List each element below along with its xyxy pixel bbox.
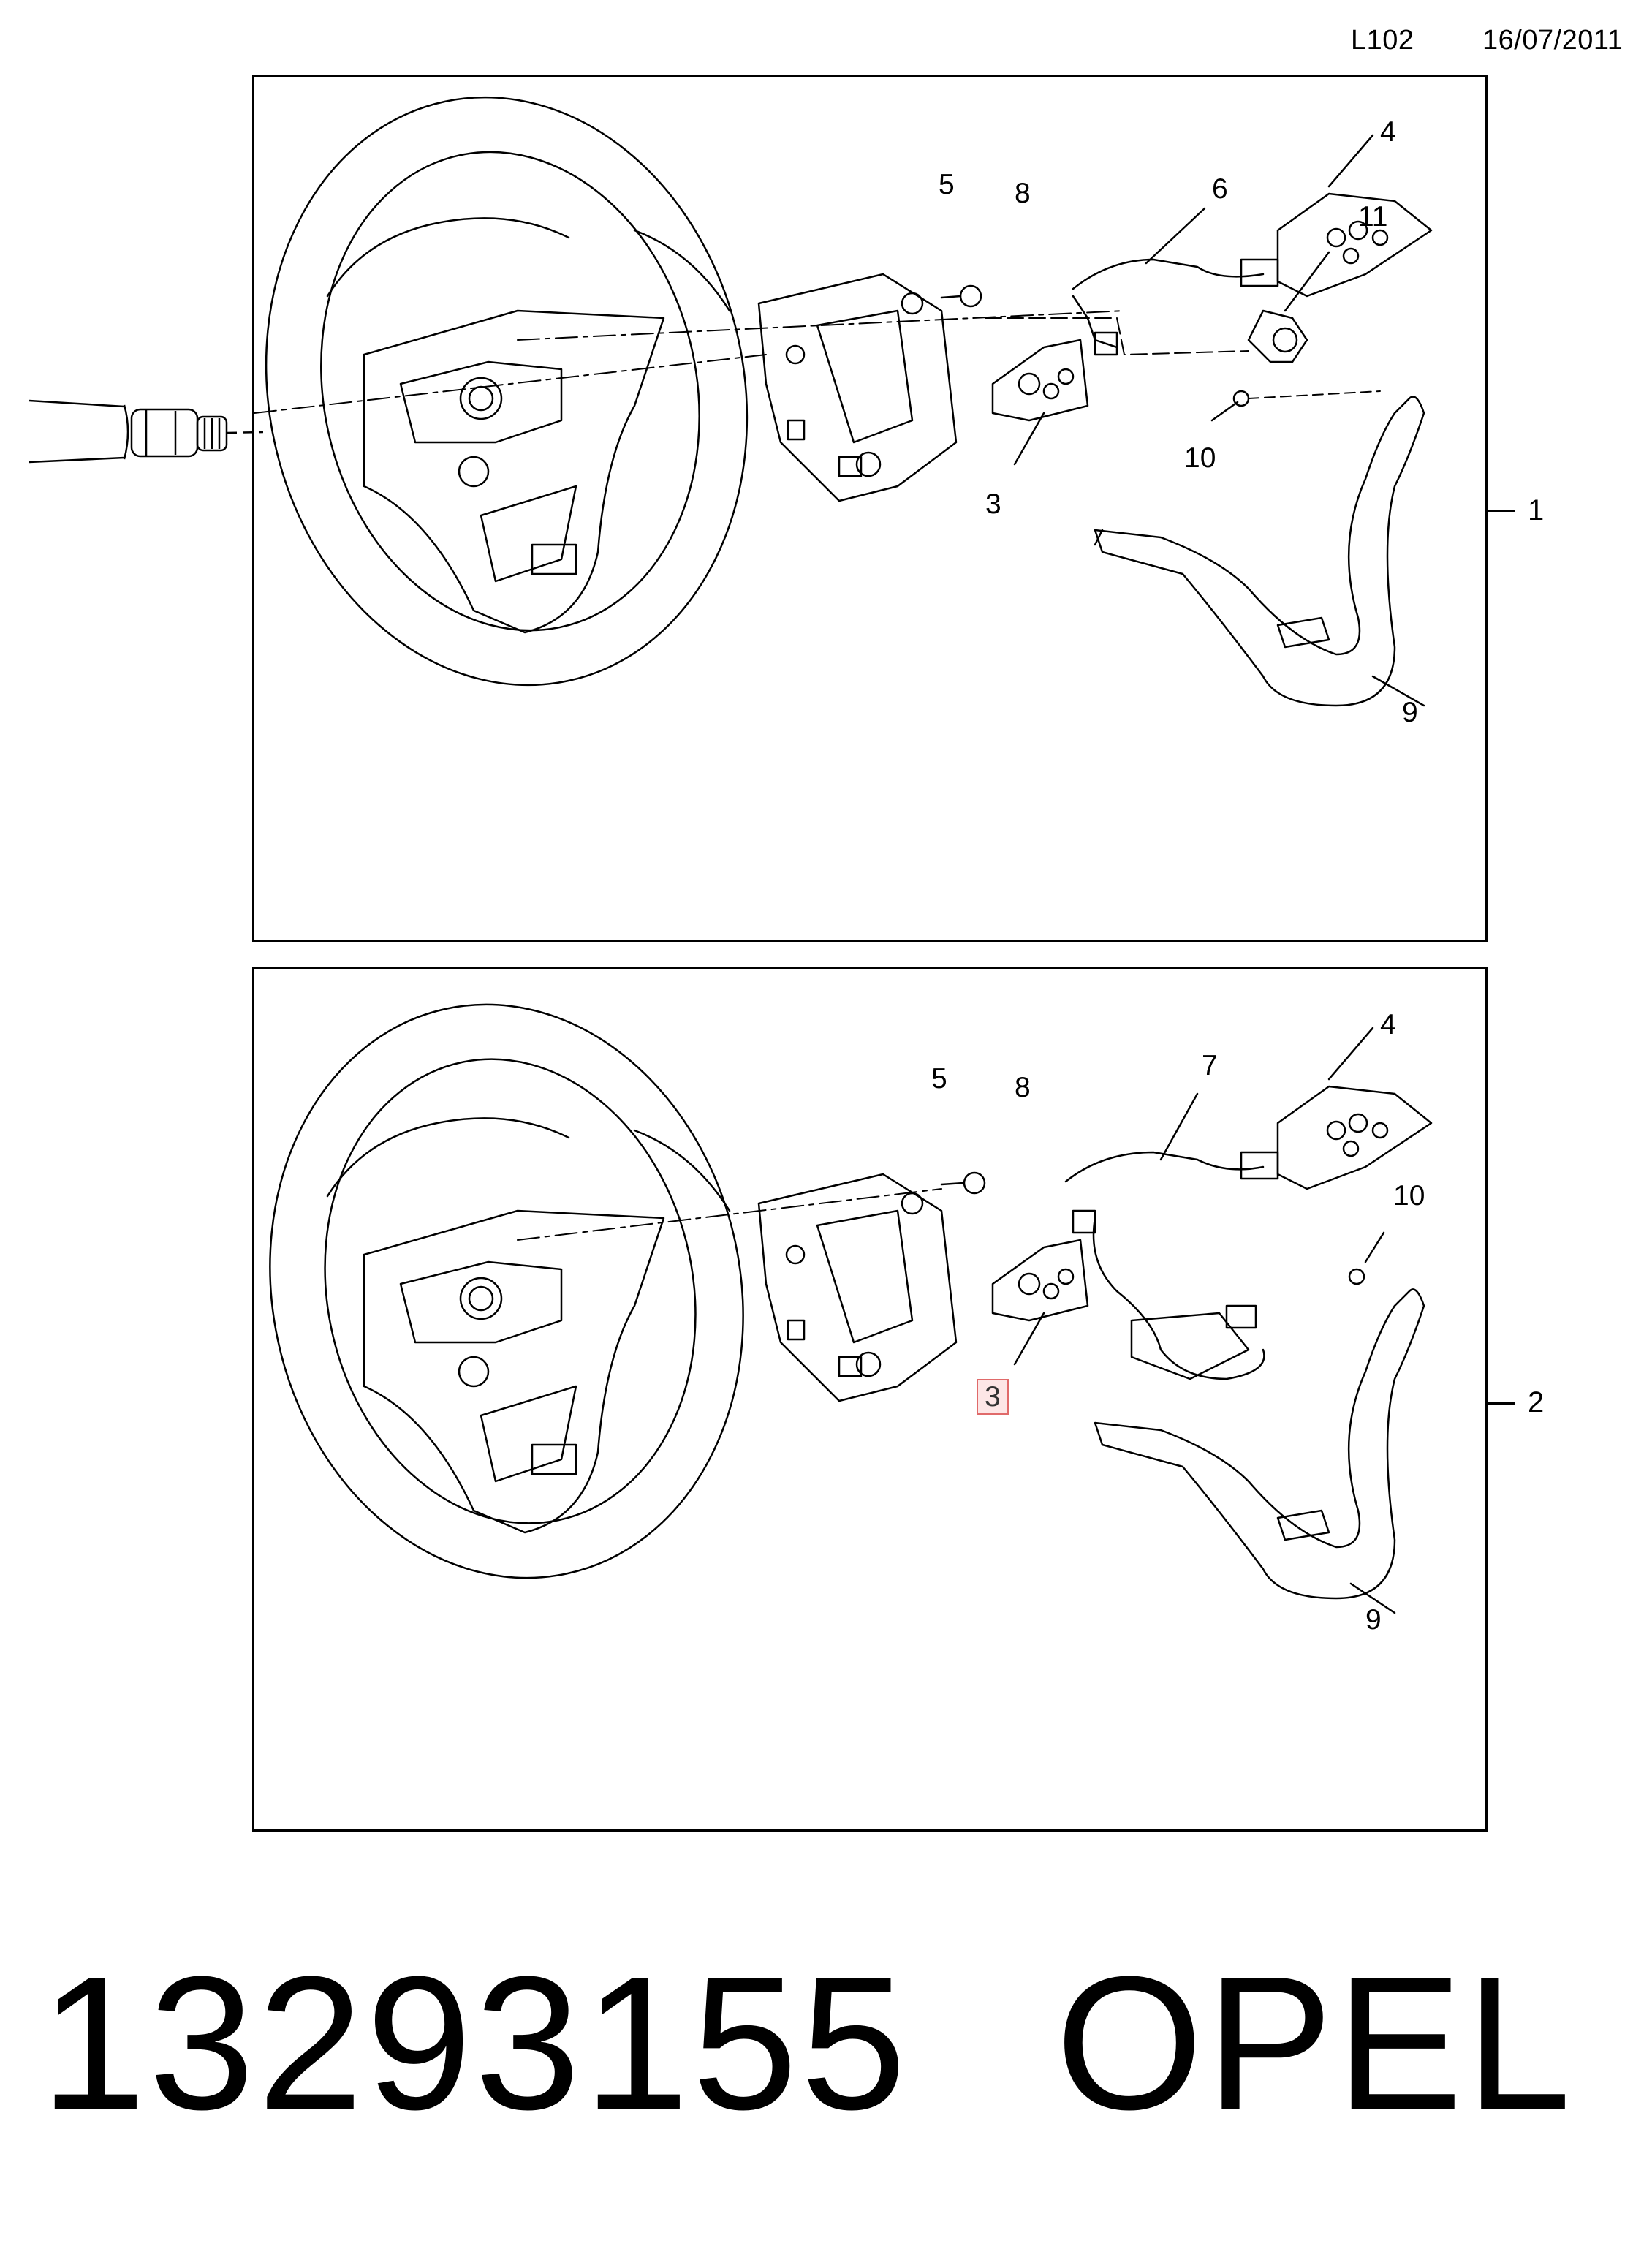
steering-column-shaft [29, 399, 263, 464]
steering-wheel-hub [363, 1209, 665, 1534]
panel-1-ref-tick [1488, 510, 1515, 512]
part-7-harness [1064, 1151, 1265, 1183]
callout-8: 8 [1015, 1072, 1031, 1103]
part-3-switch [991, 339, 1089, 422]
diagram-panel-1: 5 8 6 4 11 10 3 9 [252, 75, 1488, 942]
part-4-switch [1276, 192, 1433, 298]
part-5-bracket [757, 273, 958, 502]
part-5-bracket [757, 1173, 958, 1402]
page-date: 16/07/2011 [1482, 25, 1623, 56]
callout-9: 9 [1402, 697, 1418, 728]
part-6-harness [1072, 258, 1265, 290]
part-8-screw [963, 1171, 986, 1195]
steering-wheel-rim [269, 1003, 744, 1579]
part-3-switch [991, 1239, 1089, 1322]
callout-10: 10 [1184, 442, 1216, 474]
steering-wheel-hub [363, 309, 665, 634]
panel-2-ref-tick [1488, 1402, 1515, 1405]
callout-5: 5 [931, 1063, 947, 1095]
part-11-bolt [1247, 309, 1308, 363]
callout-7: 7 [1202, 1050, 1218, 1081]
callout-5: 5 [939, 169, 955, 200]
callout-3: 3 [985, 488, 1001, 520]
part-4-switch [1276, 1085, 1433, 1190]
part-number: 13293155 [40, 1938, 909, 2150]
callout-8: 8 [1015, 178, 1031, 209]
panel-1-drawing [254, 96, 1433, 707]
callout-4: 4 [1380, 116, 1396, 148]
part-8-screw [959, 284, 982, 308]
callout-10: 10 [1393, 1180, 1425, 1212]
callout-6: 6 [1212, 173, 1228, 205]
panel-2-drawing [269, 1003, 1433, 1614]
page-code: L102 [1351, 25, 1414, 56]
panel-1-ref: 1 [1528, 494, 1545, 526]
brand-name: OPEL [1055, 1938, 1575, 2150]
part-10-screw [1348, 1268, 1365, 1285]
part-9-trim [1094, 396, 1425, 707]
callout-11: 11 [1358, 201, 1388, 233]
part-9-trim [1094, 1288, 1425, 1600]
diagram-panel-2: 5 8 7 4 10 3 9 [252, 967, 1488, 1832]
callout-4: 4 [1380, 1009, 1396, 1040]
steering-wheel-rim [265, 96, 749, 687]
callout-3-highlighted[interactable]: 3 [977, 1379, 1009, 1415]
callout-9: 9 [1365, 1604, 1382, 1636]
panel-2-ref: 2 [1528, 1386, 1545, 1418]
